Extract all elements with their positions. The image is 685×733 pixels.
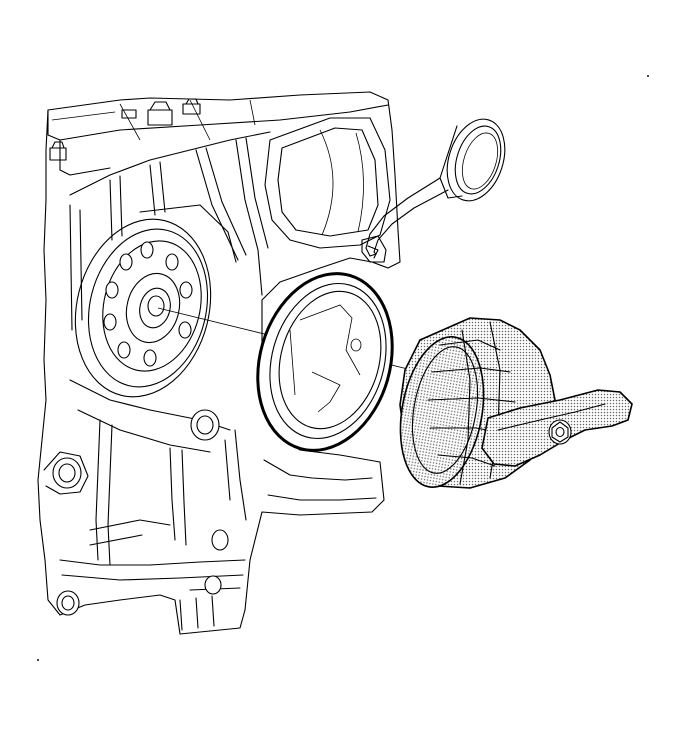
cylinder-bore	[264, 117, 391, 249]
seal-installer-tool	[399, 317, 633, 489]
crankshaft-rear-flange	[74, 218, 212, 398]
oil-funnel	[365, 118, 506, 257]
rear-main-oil-seal	[256, 272, 394, 452]
engine-block	[37, 91, 401, 635]
flange-bolt-holes	[103, 241, 193, 367]
top-bolt-heads	[49, 98, 201, 161]
block-bosses	[52, 409, 229, 616]
